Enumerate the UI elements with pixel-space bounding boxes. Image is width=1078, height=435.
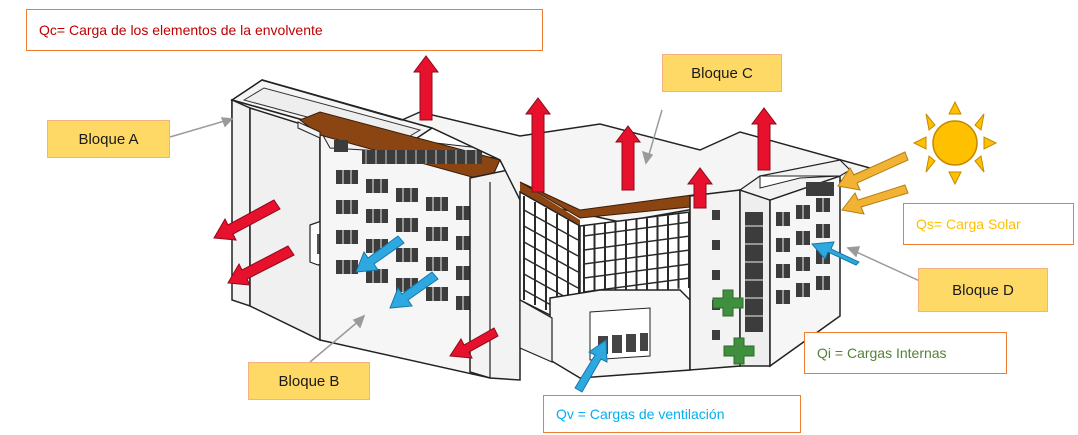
internal-load-cross-icon — [712, 289, 755, 365]
bloque-c-label: Bloque C — [662, 54, 782, 92]
ventilation-arrows — [355, 235, 860, 393]
bloque-d-label: Bloque D — [918, 268, 1048, 312]
qc-label: Qc= Carga de los elementos de la envolve… — [26, 9, 543, 51]
bloque-b-label: Bloque B — [248, 362, 370, 400]
stair-tower — [469, 169, 521, 381]
qi-label: Qi = Cargas Internas — [804, 332, 1007, 374]
bloque-a-label: Bloque A — [47, 120, 170, 158]
bloque-c-mass — [261, 79, 873, 379]
solar-arrows — [837, 151, 909, 215]
qv-label: Qv = Cargas de ventilación — [543, 395, 801, 433]
roof-heat-arrows — [413, 55, 777, 209]
envelope-loss-arrows — [213, 199, 499, 359]
qs-label: Qs= Carga Solar — [903, 203, 1074, 245]
leader-lines — [169, 109, 936, 363]
sun-icon — [912, 100, 998, 186]
